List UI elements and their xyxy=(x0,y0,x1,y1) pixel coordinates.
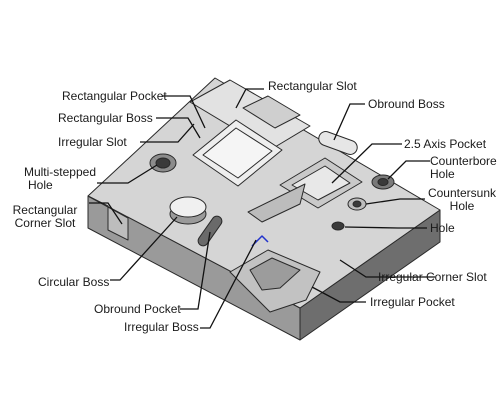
label-countersunk-hole: Countersunk Hole xyxy=(426,187,498,213)
label-rectangular-corner-slot-line1: Rectangular xyxy=(12,203,78,217)
machined-block xyxy=(87,77,441,341)
label-irregular-boss: Irregular Boss xyxy=(124,320,199,334)
label-countersunk-hole-line2: Hole xyxy=(449,199,475,213)
label-rectangular-boss: Rectangular Boss xyxy=(58,111,153,125)
label-rectangular-corner-slot-line2: Corner Slot xyxy=(14,216,76,230)
label-multi-stepped-hole-line1: Multi-stepped xyxy=(23,165,97,179)
irregular-slot-shape xyxy=(247,183,306,223)
label-hole: Hole xyxy=(430,221,455,235)
obround-boss-shape xyxy=(318,131,358,155)
label-2-5-axis-pocket: 2.5 Axis Pocket xyxy=(404,137,487,151)
circular-boss-shape xyxy=(169,196,207,218)
hole-shape xyxy=(331,221,345,231)
label-rectangular-slot: Rectangular Slot xyxy=(268,79,357,93)
label-irregular-slot: Irregular Slot xyxy=(58,135,127,149)
label-circular-boss: Circular Boss xyxy=(38,275,110,289)
label-multi-stepped-hole: Multi-stepped Hole xyxy=(22,166,98,192)
label-irregular-pocket: Irregular Pocket xyxy=(370,295,455,309)
obround-pocket-shape xyxy=(197,215,223,247)
leader-lines xyxy=(89,88,435,329)
label-counterbore-hole: Counterbore Hole xyxy=(430,155,497,181)
block-top-face xyxy=(87,77,441,309)
rectangular-corner-slot xyxy=(87,195,129,241)
label-irregular-corner-slot: Irregular Corner Slot xyxy=(378,270,487,284)
label-obround-boss: Obround Boss xyxy=(368,97,445,111)
label-counterbore-hole-line2: Hole xyxy=(430,167,455,181)
label-obround-pocket: Obround Pocket xyxy=(94,302,181,316)
label-counterbore-hole-line1: Counterbore xyxy=(430,154,497,168)
label-rectangular-pocket: Rectangular Pocket xyxy=(62,89,167,103)
rectangular-slot-shape xyxy=(242,95,301,129)
label-rectangular-corner-slot: Rectangular Corner Slot xyxy=(0,204,90,230)
label-countersunk-hole-line1: Countersunk xyxy=(427,186,497,200)
label-multi-stepped-hole-line2: Hole xyxy=(28,178,53,192)
